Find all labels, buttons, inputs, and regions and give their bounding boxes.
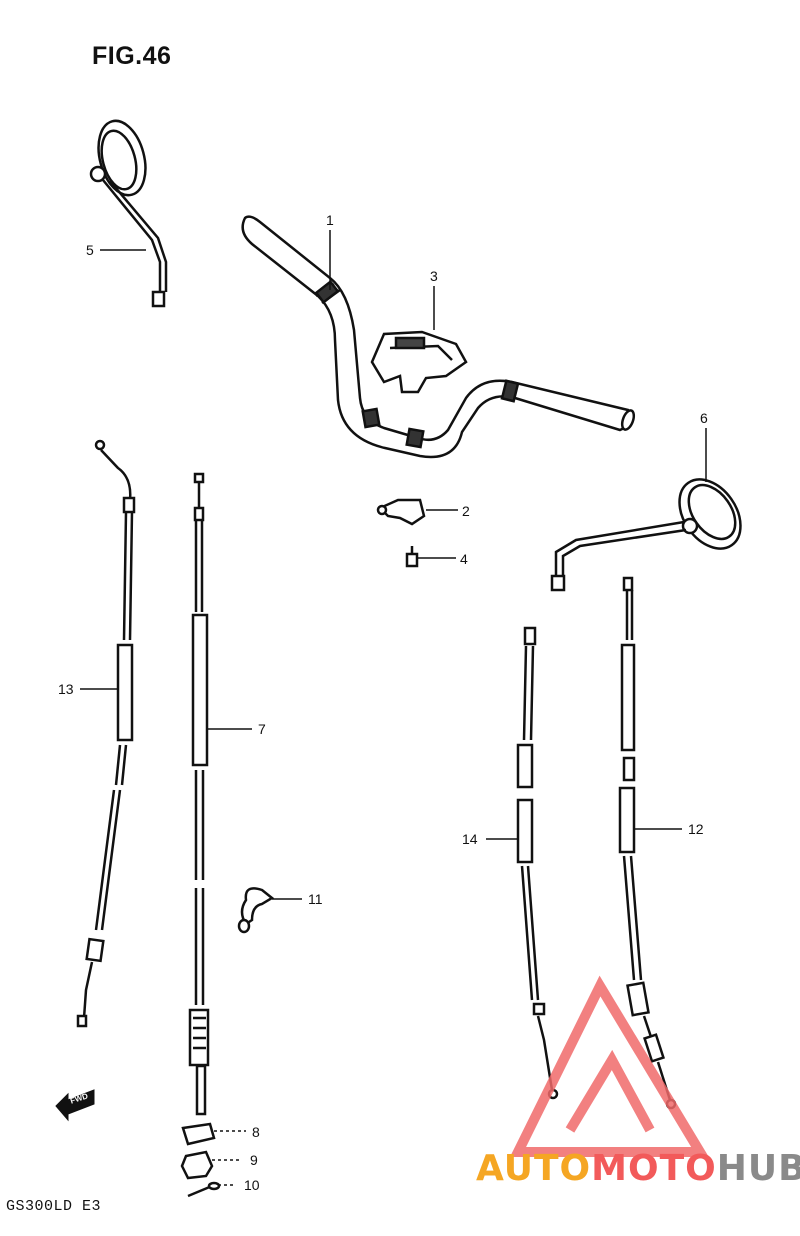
watermark-hub: HUB [716,1148,800,1189]
figure-title: FIG.46 [92,42,172,70]
callout-14: 14 [462,831,478,847]
callout-7: 7 [258,721,266,737]
cable-14 [516,626,559,1100]
handlebar [241,215,636,459]
callout-6: 6 [700,410,708,426]
model-code: GS300LD E3 [6,1198,102,1215]
left-mirror [89,119,168,308]
right-mirror [550,478,742,592]
part-11-clamp [237,887,275,934]
callout-2: 2 [462,503,470,519]
part-8-adjuster [181,1122,216,1146]
watermark-text: AUTOMOTOHUB [476,1148,800,1189]
callout-12: 12 [688,821,704,837]
callout-3: 3 [430,268,438,284]
callout-5: 5 [86,242,94,258]
fwd-arrow-icon [55,1089,95,1122]
watermark-auto: AUTO [476,1148,592,1189]
watermark-logo-icon [509,975,709,1157]
callout-8: 8 [252,1124,260,1140]
leader-lines [80,230,707,1186]
part-9-nut [180,1150,214,1180]
callout-9: 9 [250,1152,258,1168]
part-10-pin [187,1181,221,1198]
throttle-cable-13 [76,439,136,1028]
cable-12 [618,576,677,1110]
clutch-cable-7 [188,472,210,1116]
callout-10: 10 [244,1177,260,1193]
callout-11: 11 [308,891,323,907]
watermark-moto: MOTO [591,1148,717,1189]
callout-4: 4 [460,551,468,567]
callout-13: 13 [58,681,74,697]
callout-1: 1 [326,212,334,228]
bolt [405,546,419,568]
clamp [376,498,426,526]
handlebar-holder [370,330,468,394]
